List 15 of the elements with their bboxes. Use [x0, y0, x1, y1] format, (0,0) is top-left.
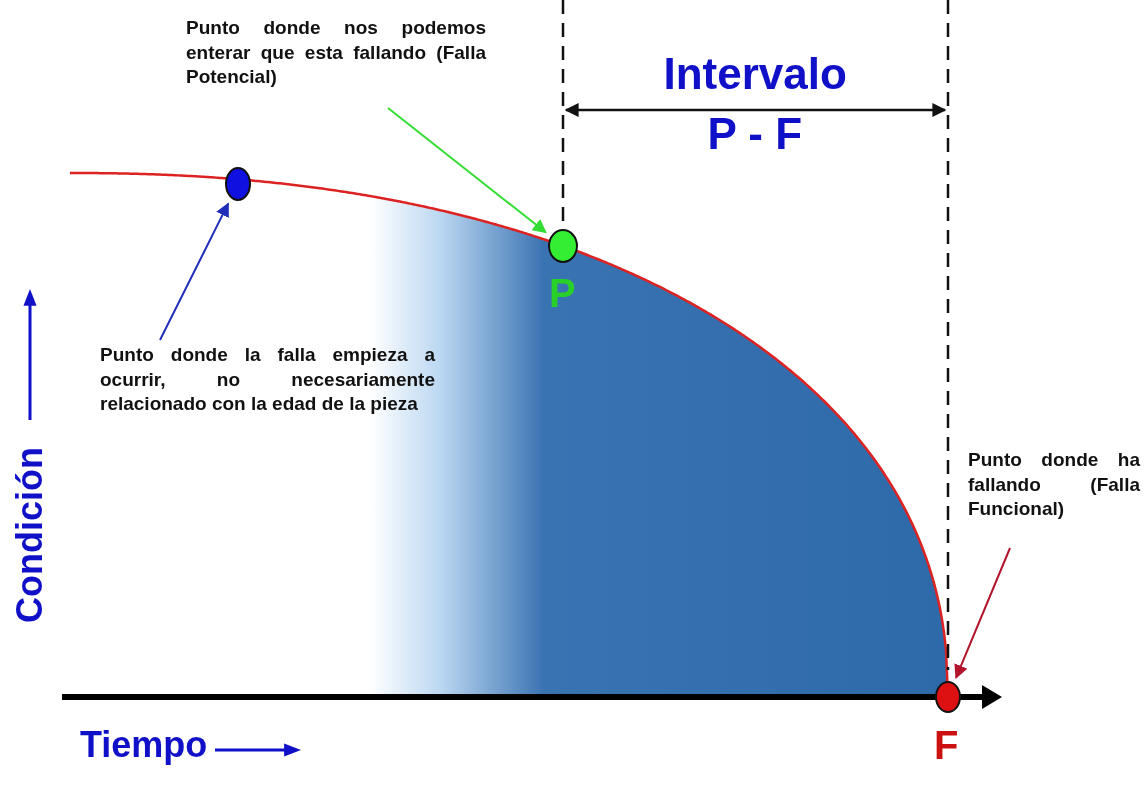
callout-text: Punto donde la falla empieza a ocurrir, no necesariamente relacionado con la edad de la pieza	[100, 343, 435, 418]
leader-arrow	[387, 107, 547, 234]
point-marker	[935, 681, 961, 713]
axis-label: Condición	[12, 447, 48, 623]
leader-arrow	[159, 202, 230, 341]
callout-text: Punto donde ha fallando (Falla Funcional)	[968, 448, 1140, 523]
point-letter: F	[934, 725, 959, 765]
point-letter: P	[549, 272, 576, 313]
leader-arrow	[954, 547, 1011, 679]
axis-label: Tiempo	[80, 727, 208, 763]
interval-title: Intervalo	[663, 52, 847, 96]
callout-text: Punto donde nos podemos enterar que esta fallando (Falla Potencial)	[186, 16, 486, 91]
interval-label: P - F	[707, 112, 803, 156]
point-marker	[225, 167, 251, 201]
point-marker	[548, 228, 578, 263]
